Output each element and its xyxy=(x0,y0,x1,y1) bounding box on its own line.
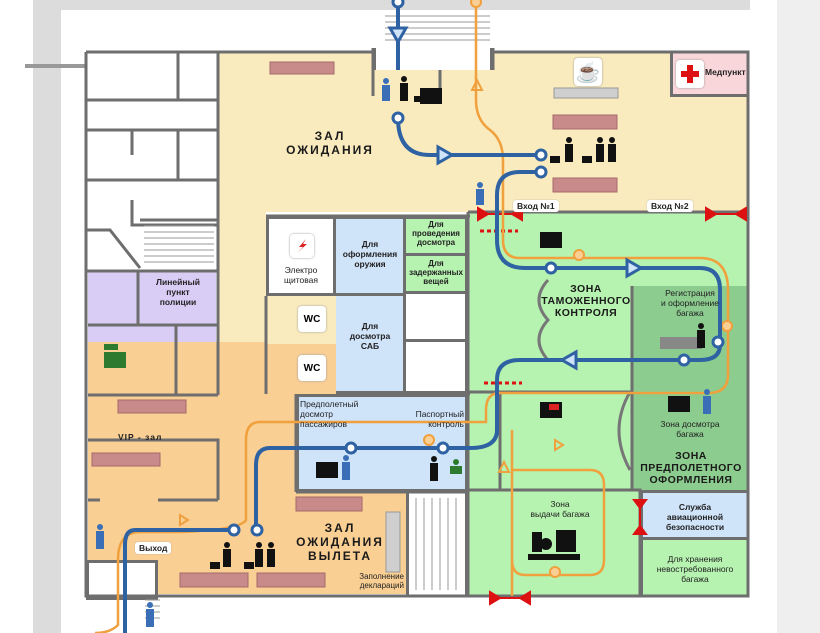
exit-label: Выход xyxy=(135,542,172,554)
preflight-zone-label: ЗОНА ПРЕДПОЛЕТНОГО ОФОРМЛЕНИЯ xyxy=(640,450,742,487)
outer-frame-top xyxy=(33,0,750,10)
wc2-label: WC xyxy=(303,362,321,374)
sab-label: Для досмотра САБ xyxy=(349,321,391,351)
preflight-check-label: Предполетный досмотр пассажиров xyxy=(300,399,359,429)
inspection-label: Для проведения досмотра xyxy=(412,220,460,248)
aviation-security-room xyxy=(640,490,748,540)
entrance-2-label: Вход №2 xyxy=(647,200,693,212)
waiting-hall xyxy=(218,52,748,212)
baggage-claim-label: Зона выдачи багажа xyxy=(530,499,590,519)
wc-icon: WC xyxy=(298,355,326,381)
police-label: Линейный пункт полиции xyxy=(156,277,200,307)
sab-room xyxy=(336,296,406,394)
red-scanner-monitor xyxy=(549,404,559,410)
right-scroll-area xyxy=(777,0,820,633)
detained-label: Для задержанных вещей xyxy=(409,259,463,287)
bench xyxy=(295,496,363,512)
passport-label: Паспортный контроль xyxy=(415,409,464,429)
entrance-1-label: Вход №1 xyxy=(513,200,559,212)
bench xyxy=(256,572,326,588)
wc-icon: WC xyxy=(298,306,326,332)
bench xyxy=(117,399,187,414)
weapons-label: Для оформления оружия xyxy=(342,239,398,269)
bench xyxy=(552,177,618,193)
waiting-hall-label: ЗАЛ ОЖИДАНИЯ xyxy=(286,129,374,157)
departure-hall-label: ЗАЛ ОЖИДАНИЯ ВЫЛЕТА xyxy=(296,521,384,563)
checkin-label: Регистрация и оформление багажа xyxy=(661,288,719,318)
checkin-counter xyxy=(660,337,702,349)
detained-room xyxy=(406,256,468,294)
cafe-icon: ☕ xyxy=(574,58,602,86)
bench xyxy=(91,452,161,467)
vip-label: VIP - зал xyxy=(118,432,163,442)
unclaimed-label: Для хранения невостребованного багажа xyxy=(656,554,734,584)
red-cross-icon xyxy=(676,60,704,88)
cafe-counter xyxy=(553,87,619,99)
waiting-hall-corridor xyxy=(218,212,266,342)
declaration-desk xyxy=(385,511,401,573)
bench xyxy=(179,572,249,588)
bench xyxy=(269,61,335,75)
bench xyxy=(552,114,618,130)
left-pipe xyxy=(25,64,85,68)
orange-route xyxy=(94,0,730,633)
lightning-icon xyxy=(290,234,314,258)
medpoint-label: Медпункт xyxy=(705,67,746,77)
customs-zone-label: ЗОНА ТАМОЖЕННОГО КОНТРОЛЯ xyxy=(541,283,631,320)
wc1-label: WC xyxy=(303,313,321,325)
exit-vestibule xyxy=(86,560,158,600)
service-rooms xyxy=(86,52,218,270)
outer-frame-left xyxy=(33,0,61,633)
declarations-label: Заполнение деклараций xyxy=(359,572,404,591)
inspection-room xyxy=(406,216,468,256)
electro-room xyxy=(266,216,336,296)
electro-label: Электро щитовая xyxy=(283,265,319,285)
baggage-screen-label: Зона досмотра багажа xyxy=(660,419,720,439)
aviation-security-label: Служба авиационной безопасности xyxy=(665,502,725,532)
